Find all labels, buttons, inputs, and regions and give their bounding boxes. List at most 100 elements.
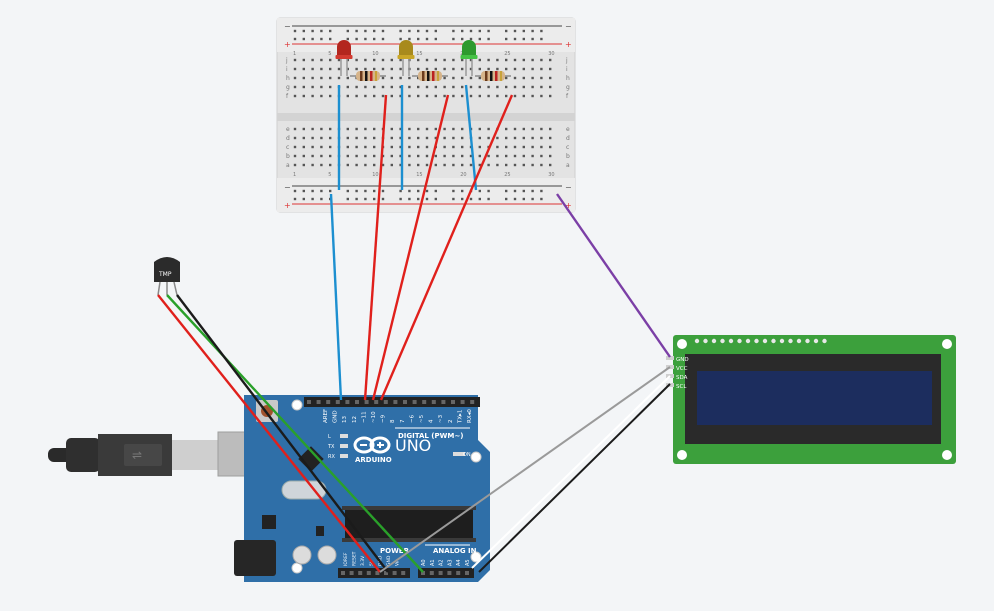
board-led: [340, 454, 348, 458]
rail-minus-label-tr: −: [565, 22, 572, 31]
mount-hole: [291, 562, 303, 574]
column-number: 1: [293, 172, 296, 178]
capacitor: [292, 545, 312, 565]
digital-label: DIGITAL (PWM~): [398, 432, 463, 440]
analog-pin-label: A2: [439, 559, 445, 566]
arduino-brand: ARDUINO: [355, 456, 392, 464]
column-number: 10: [372, 51, 378, 57]
wire-gray-vcc[interactable]: [379, 366, 671, 573]
mount-hole: [470, 551, 482, 563]
capacitor: [317, 545, 337, 565]
row-letter: g: [286, 84, 290, 91]
column-number: 25: [504, 172, 510, 178]
digital-pin-label: ~6: [409, 414, 415, 423]
board-led: [340, 444, 348, 448]
analog-pin-label: A5: [465, 559, 471, 566]
column-number: 5: [328, 51, 331, 57]
analog-label: ANALOG IN: [433, 547, 477, 555]
wire-blue-gnd[interactable]: [329, 193, 343, 401]
digital-pin-label: ~11: [361, 411, 367, 423]
atmega-socket-bottom: [342, 538, 476, 542]
power-label: POWER: [380, 547, 410, 555]
row-letter: e: [286, 126, 290, 133]
lcd-pin-label: VCC: [676, 366, 688, 372]
column-number: 30: [548, 172, 554, 178]
row-letter: g: [566, 84, 570, 91]
rail-plus-label-br: +: [565, 201, 572, 210]
lcd-pin[interactable]: [666, 356, 674, 360]
usb-icon: ⇌: [132, 448, 142, 462]
power-jack[interactable]: [234, 540, 276, 576]
column-number: 1: [293, 51, 296, 57]
mount-hole: [291, 399, 303, 411]
lcd-mount-hole: [677, 339, 687, 349]
led-yellow[interactable]: [397, 40, 415, 76]
digital-pin-label: 7: [400, 419, 406, 423]
arduino-model: UNO: [395, 436, 431, 455]
wire-red-led2[interactable]: [371, 94, 450, 401]
row-letter: b: [566, 153, 570, 160]
led-red[interactable]: [335, 40, 353, 76]
small-chip: [316, 526, 324, 536]
led-green[interactable]: [460, 40, 478, 76]
analog-header: [418, 568, 474, 578]
digital-pin-label: ~5: [419, 414, 425, 423]
digital-pin-label: TX▸1: [457, 410, 463, 424]
lcd-module[interactable]: GND VCC SDA SCL: [666, 335, 956, 464]
usb-cable[interactable]: ⇌: [48, 431, 279, 477]
row-letter: f: [566, 93, 569, 100]
power-pin-label: Vin: [395, 559, 401, 566]
wire-black-sensor[interactable]: [176, 294, 389, 573]
resistor-1[interactable]: [350, 71, 386, 81]
usb-chip: [298, 446, 324, 472]
analog-pin-label: A4: [456, 559, 462, 566]
wire-purple-gnd[interactable]: [556, 193, 671, 358]
on-led: [453, 452, 465, 456]
header-pin-holes: [307, 400, 475, 575]
wire-black-scl[interactable]: [478, 383, 671, 573]
digital-pin-label: 8: [390, 419, 396, 423]
wire-white-sda[interactable]: [471, 375, 671, 569]
wire-red-sensor[interactable]: [157, 294, 381, 573]
power-header: [338, 568, 410, 578]
wire-red-led1[interactable]: [363, 94, 388, 401]
digital-pin-label: RX◂0: [467, 409, 473, 423]
rail-minus-label-bl: −: [284, 183, 291, 192]
row-letter: h: [286, 75, 290, 82]
row-letter: a: [286, 162, 290, 169]
power-pin-label: GND: [386, 555, 392, 566]
digital-header: [304, 397, 480, 407]
lcd-pin-label: SCL: [676, 384, 687, 390]
wire-red-led3[interactable]: [379, 94, 514, 401]
analog-pin-label: A3: [447, 559, 453, 566]
temperature-sensor[interactable]: TMP: [154, 257, 180, 296]
row-letter: e: [566, 126, 570, 133]
power-pin-label: IOREF: [343, 552, 349, 566]
digital-pin-label: 13: [342, 416, 348, 423]
column-number: 20: [460, 172, 466, 178]
row-letter: j: [565, 57, 568, 64]
led-group: [335, 40, 478, 76]
analog-pin-label: A0: [421, 559, 427, 566]
row-letter: h: [566, 75, 570, 82]
resistor-3[interactable]: [475, 71, 511, 81]
lcd-pin-label: GND: [676, 357, 689, 363]
wire-blue[interactable]: [464, 84, 478, 191]
rail-plus-label-tr: +: [565, 40, 572, 49]
lcd-mount-hole: [942, 450, 952, 460]
column-number: 10: [372, 172, 378, 178]
digital-pin-label: 2: [448, 420, 454, 424]
breadboard-center-channel: [277, 113, 575, 121]
resistor-2[interactable]: [412, 71, 448, 81]
digital-pin-label: ~9: [381, 414, 387, 423]
rail-plus-label-tl: +: [284, 40, 291, 49]
lcd-mount-hole: [942, 339, 952, 349]
wires: [157, 84, 671, 573]
on-led-label: ON: [463, 452, 471, 458]
lcd-pin-label: SDA: [676, 375, 688, 381]
wire-green-sensor[interactable]: [166, 294, 424, 573]
